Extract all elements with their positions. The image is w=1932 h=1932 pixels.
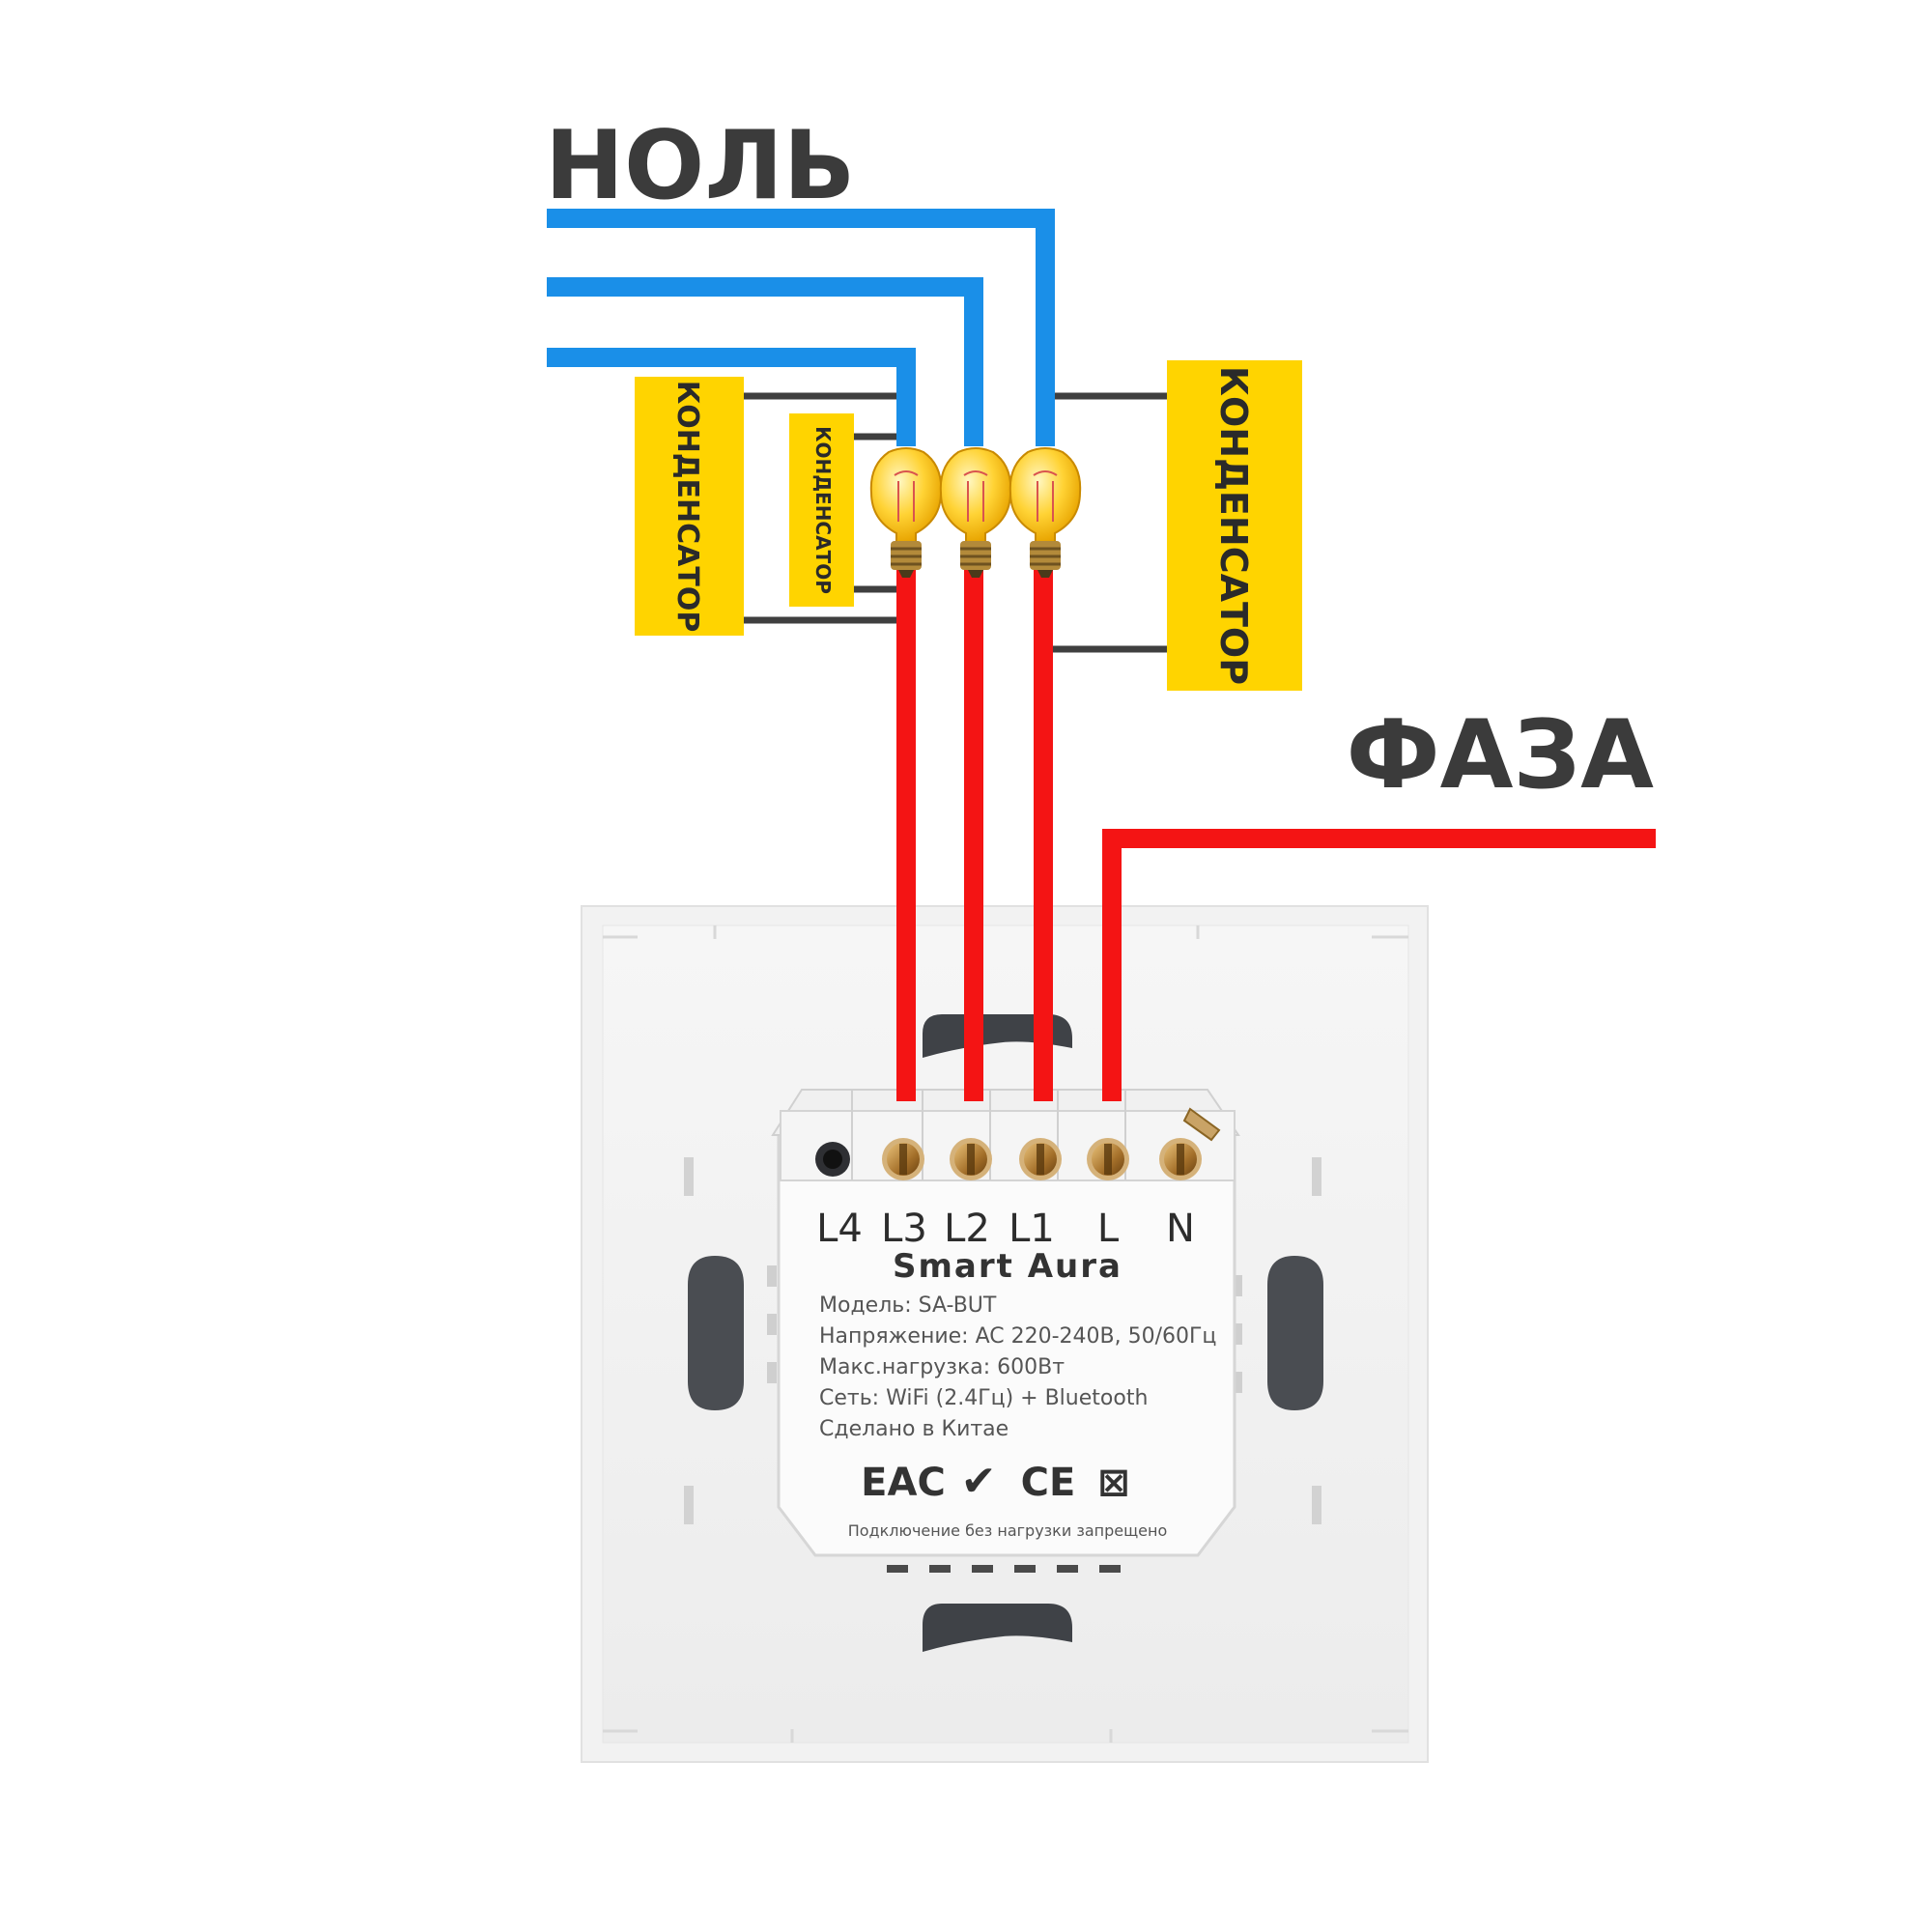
- capacitor-label: КОНДЕНСАТОР: [811, 426, 835, 594]
- terminal-l2-screw: [950, 1138, 992, 1180]
- capacitor-left: КОНДЕНСАТОР: [635, 377, 744, 636]
- bulb-icon: [1009, 446, 1082, 580]
- spec-line: Модель: SA-BUT: [819, 1293, 997, 1318]
- phase-label: ФАЗА: [1347, 700, 1655, 810]
- switch-module: L4 L3 L2 L1 L N Smart Aura Модель: SA-BU…: [771, 1089, 1240, 1573]
- brand-name: Smart Aura: [893, 1247, 1122, 1286]
- spec-list: Модель: SA-BUT Напряжение: AC 220-240В, …: [819, 1293, 1216, 1441]
- eac-mark: EAC: [861, 1461, 946, 1505]
- switch-back-plate: [581, 905, 1429, 1763]
- terminal-label: N: [1166, 1207, 1195, 1251]
- capacitor-label: КОНДЕНСАТОР: [1212, 366, 1255, 685]
- terminal-label: L2: [944, 1207, 990, 1251]
- terminal-l4-hole: [815, 1142, 850, 1177]
- certification-marks: EAC ✔ CE ⊠: [861, 1457, 1130, 1506]
- terminal-label: L: [1097, 1207, 1120, 1251]
- module-vents: [887, 1565, 1121, 1573]
- neutral-label: НОЛЬ: [545, 111, 855, 221]
- spec-line: Сеть: WiFi (2.4Гц) + Bluetooth: [819, 1386, 1148, 1410]
- terminal-l-screw: [1087, 1138, 1129, 1180]
- terminal-labels: L4 L3 L2 L1 L N: [816, 1207, 1195, 1251]
- weee-bin-icon: ⊠: [1097, 1461, 1130, 1505]
- capacitor-label: КОНДЕНСАТОР: [670, 381, 704, 633]
- neutral-wires: [547, 209, 1055, 446]
- terminal-label: L3: [881, 1207, 927, 1251]
- check-mark-icon: ✔: [961, 1457, 997, 1506]
- warning-text: Подключение без нагрузки запрещено: [848, 1521, 1168, 1540]
- capacitor-middle: КОНДЕНСАТОР: [789, 413, 854, 607]
- terminal-l3-screw: [882, 1138, 924, 1180]
- phase-wires: [896, 566, 1656, 1101]
- spec-line: Сделано в Китае: [819, 1417, 1009, 1441]
- capacitor-right: КОНДЕНСАТОР: [1167, 360, 1302, 691]
- spec-line: Макс.нагрузка: 600Вт: [819, 1355, 1065, 1379]
- spec-line: Напряжение: AC 220-240В, 50/60Гц: [819, 1324, 1216, 1349]
- terminal-l1-screw: [1019, 1138, 1062, 1180]
- bulb-icon: [939, 446, 1012, 580]
- terminal-label: L1: [1009, 1207, 1055, 1251]
- bulb-icon: [869, 446, 943, 580]
- terminal-label: L4: [816, 1207, 863, 1251]
- terminal-n-screw: [1159, 1138, 1202, 1180]
- ce-mark: CE: [1021, 1461, 1076, 1505]
